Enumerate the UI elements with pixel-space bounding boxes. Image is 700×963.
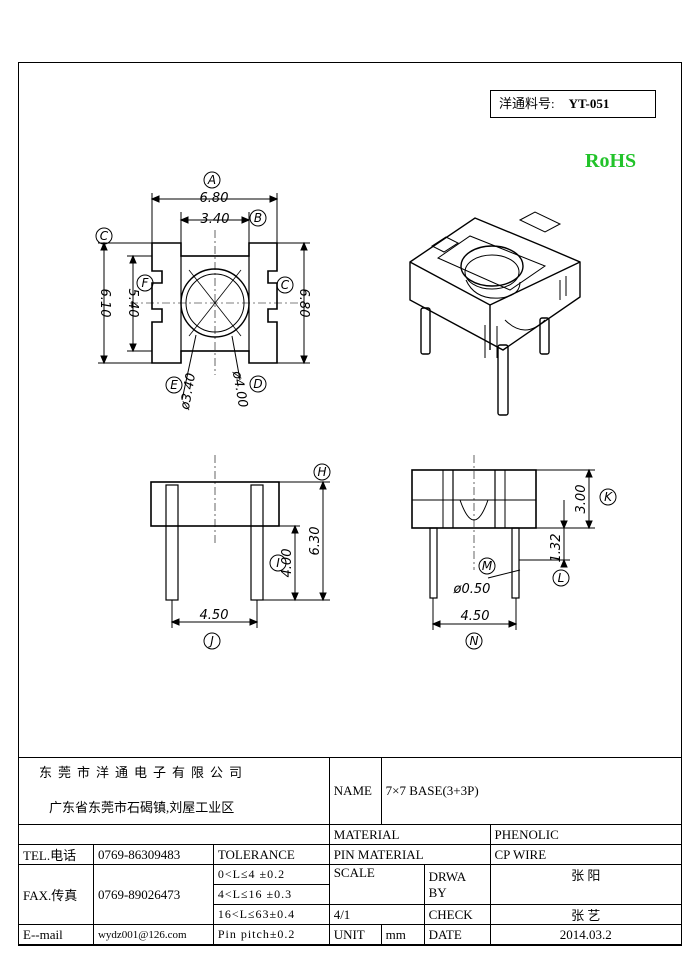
scale-label: SCALE	[328, 864, 425, 905]
side-view	[411, 455, 617, 650]
dim-i-value: 4.00	[280, 549, 295, 578]
dim-c-left-value: 6.10	[97, 289, 112, 318]
dim-f-value: 5.40	[125, 289, 140, 318]
dim-k-value: 3.00	[574, 485, 589, 514]
unit-label: UNIT	[328, 924, 382, 945]
dim-h-value: 6.30	[308, 527, 323, 556]
top-view	[95, 171, 310, 401]
callout-h: H	[317, 465, 326, 479]
dim-j-value: 4.50	[200, 608, 229, 623]
check-label: CHECK	[423, 904, 491, 925]
fax-label: FAX.传真	[18, 864, 94, 925]
dim-b-value: 3.40	[201, 212, 230, 227]
drawn-label-line2: BY	[428, 884, 447, 900]
callout-b: B	[254, 211, 262, 225]
material-label: MATERIAL	[328, 824, 491, 845]
drawn-label-line1: DRWA	[428, 868, 467, 884]
name-value: 7×7 BASE(3+3P)	[380, 757, 683, 825]
dim-m-value: ø0.50	[453, 582, 491, 597]
company-name: 东莞市洋通电子有限公司	[39, 765, 249, 780]
dim-n-value: 4.50	[461, 609, 490, 624]
company-cell: 东莞市洋通电子有限公司 广东省东莞市石碣镇,刘屋工业区	[18, 757, 330, 825]
email-label: E--mail	[18, 924, 94, 945]
email-value: wydz001@126.com	[92, 924, 214, 945]
name-label: NAME	[328, 757, 382, 825]
tolerance-label: TOLERANCE	[212, 844, 330, 865]
tolerance-pin-pitch: Pin pitch±0.2	[212, 924, 330, 945]
pin-material-label: PIN MATERIAL	[328, 844, 491, 865]
date-label: DATE	[423, 924, 491, 945]
material-value: PHENOLIC	[489, 824, 683, 845]
fax-value: 0769-89026473	[92, 864, 214, 925]
part-number-box: 洋通料号: YT-051	[490, 90, 656, 118]
callout-e: E	[170, 378, 178, 392]
part-number-label: 洋通料号:	[499, 96, 555, 111]
callout-n: N	[470, 634, 479, 648]
callout-k: K	[604, 490, 613, 504]
callout-c-left: C	[100, 229, 109, 243]
callout-j: J	[208, 634, 214, 648]
scale-value: 4/1	[328, 904, 425, 925]
drawing-frame	[18, 62, 682, 946]
check-value: 张 艺	[489, 904, 683, 925]
dim-a-value: 6.80	[200, 191, 229, 206]
dim-l-value: 1.32	[549, 534, 564, 563]
front-view	[150, 455, 331, 650]
callout-c-right: C	[281, 278, 290, 292]
callout-i: I	[276, 556, 280, 570]
tolerance-range-2: 4<L≤16 ±0.3	[212, 884, 330, 905]
dim-d-value: ø4.00	[229, 369, 250, 409]
dim-e-value: ø3.40	[178, 372, 199, 412]
pin-material-value: CP WIRE	[489, 844, 683, 865]
title-block: 东莞市洋通电子有限公司 广东省东莞市石碣镇,刘屋工业区 NAME 7×7 BAS…	[18, 757, 683, 945]
dim-c-right-value: 6.80	[296, 289, 311, 318]
callout-l: L	[558, 571, 565, 585]
part-number-value: YT-051	[568, 96, 610, 111]
rohs-mark: RoHS	[585, 150, 637, 172]
tel-label: TEL.电话	[18, 844, 94, 865]
callout-m: M	[482, 559, 493, 573]
drawn-by-value: 张 阳	[489, 864, 683, 905]
company-address: 广东省东莞市石碣镇,刘屋工业区	[49, 800, 235, 815]
isometric-view	[409, 211, 581, 416]
tolerance-range-1: 0<L≤4 ±0.2	[212, 864, 330, 885]
callout-a: A	[207, 173, 216, 187]
callout-f: F	[142, 276, 150, 290]
unit-value: mm	[380, 924, 425, 945]
tolerance-range-3: 16<L≤63±0.4	[212, 904, 330, 925]
date-value: 2014.03.2	[489, 924, 683, 945]
tel-value: 0769-86309483	[92, 844, 214, 865]
callout-d: D	[253, 377, 262, 391]
